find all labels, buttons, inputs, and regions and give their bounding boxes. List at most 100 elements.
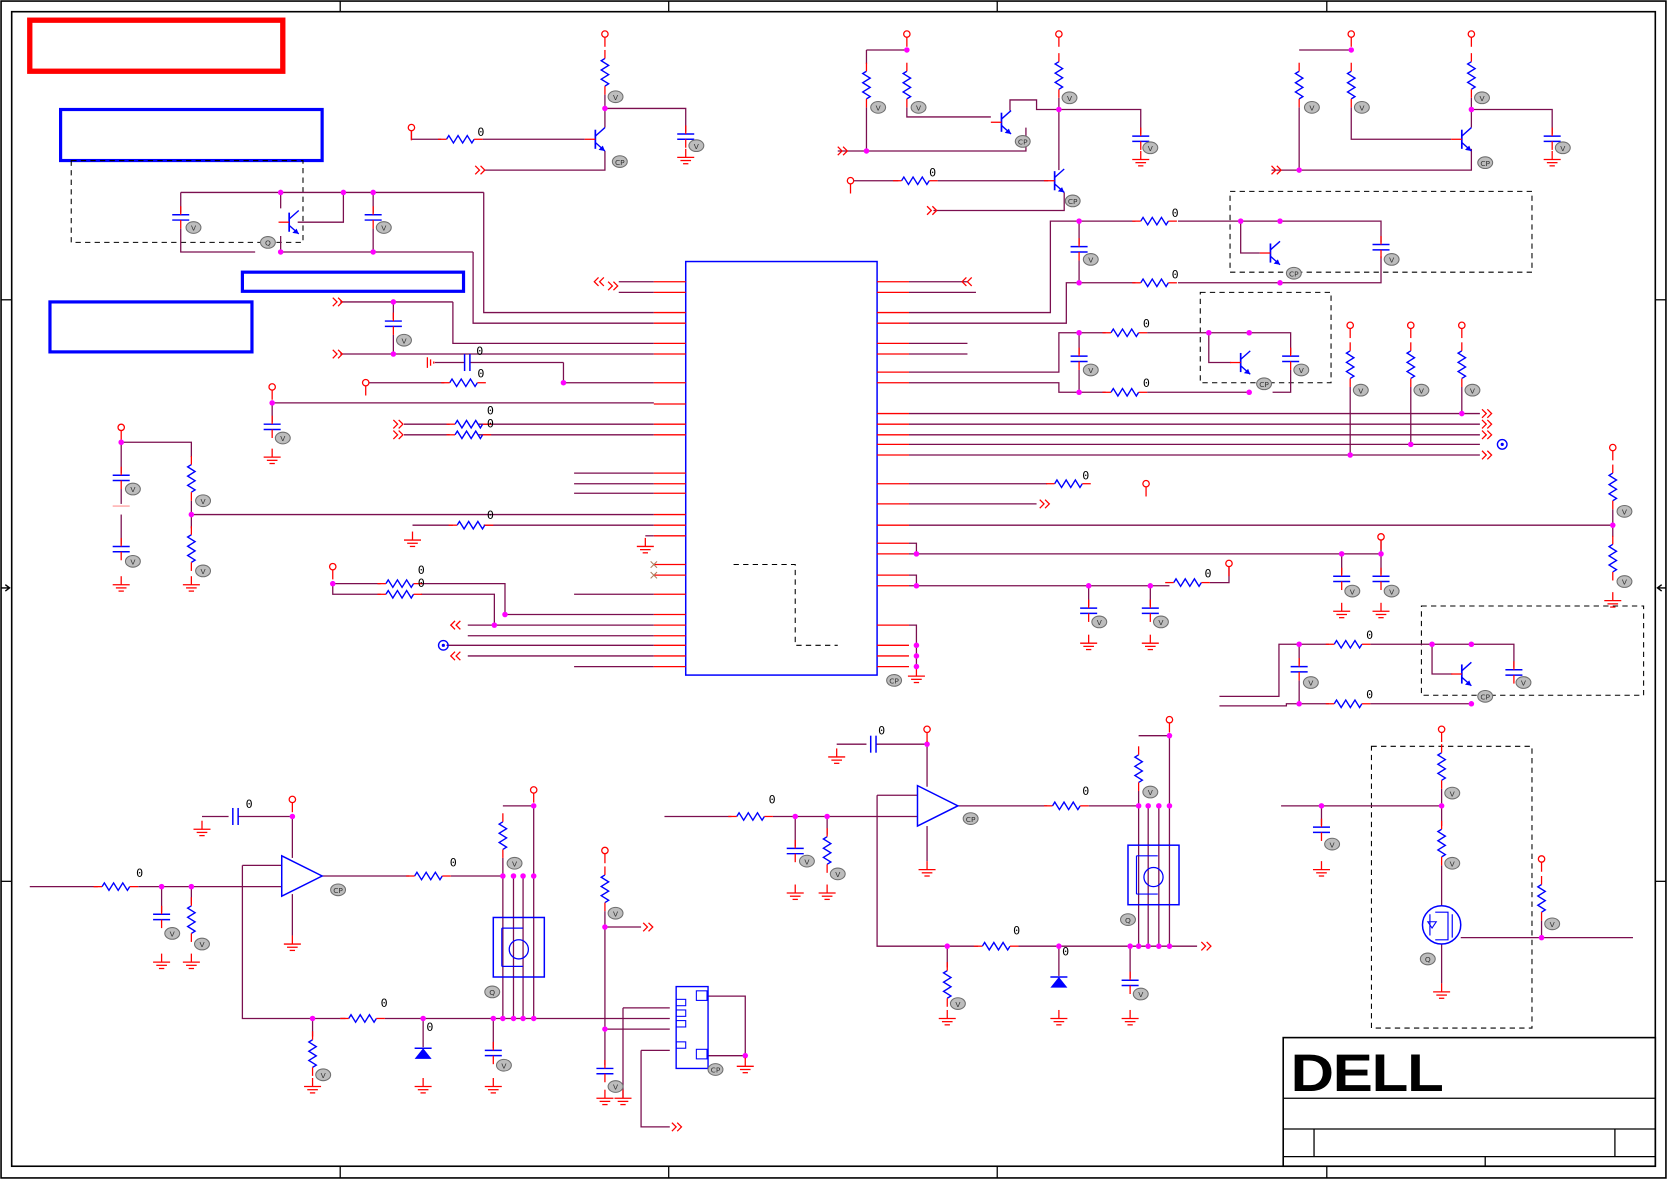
collector <box>594 127 606 137</box>
ref-marker-icon: CP <box>330 883 347 897</box>
marker-text: V <box>1389 587 1395 596</box>
resistor-icon <box>454 429 484 440</box>
resistor-icon <box>449 377 478 388</box>
marker-blob <box>1477 689 1494 703</box>
chevron <box>1044 499 1051 509</box>
offpage-connector-icon <box>961 277 973 287</box>
marker-text: V <box>1308 679 1314 688</box>
ground-icon <box>636 537 654 554</box>
value-label: 0 <box>1013 923 1020 937</box>
junction-dot <box>188 511 195 518</box>
marker-text: V <box>130 485 136 494</box>
marker-blob <box>1383 584 1400 598</box>
junction-dot <box>1166 943 1173 949</box>
marker-blob <box>1353 100 1370 114</box>
test-point-dot <box>1500 442 1504 446</box>
junction-dot <box>913 551 920 557</box>
junction-dot <box>1076 329 1082 336</box>
marker-text: V <box>381 224 387 233</box>
pkg-lead <box>1135 855 1158 895</box>
power-port-icon <box>601 846 609 855</box>
npn-transistor-icon <box>1044 168 1065 193</box>
junction-dot <box>602 924 608 930</box>
junction-dot <box>742 1052 749 1059</box>
marker-blob <box>949 997 966 1010</box>
title-block: DELL <box>1282 1036 1657 1168</box>
junction-dot <box>370 249 376 255</box>
ground-icon <box>907 667 925 684</box>
marker-text: V <box>1350 587 1356 596</box>
ref-marker-icon: CP <box>1064 194 1081 208</box>
marker-blob <box>1474 91 1490 105</box>
junction-dot <box>1135 943 1142 949</box>
offpage-connector-icon <box>474 165 486 175</box>
capacitor-icon <box>596 1059 614 1083</box>
junction-dot <box>1277 218 1283 224</box>
ref-marker-icon: CP <box>1477 156 1494 170</box>
value-label: 0 <box>1143 316 1150 330</box>
chevron <box>1486 419 1493 429</box>
capacitor-icon <box>384 312 402 335</box>
resistor-icon <box>1054 478 1083 489</box>
marker-blob <box>798 854 815 868</box>
ref-marker-icon: V <box>274 431 291 445</box>
ref-marker-icon: V <box>1383 253 1400 266</box>
capacitor-icon <box>1372 236 1390 259</box>
ground-icon <box>677 148 695 165</box>
capacitor-icon <box>112 537 130 561</box>
junction-dot <box>1296 641 1302 648</box>
ref-marker-icon: V <box>607 1080 624 1093</box>
marker-text: CP <box>333 886 343 895</box>
junction-dot <box>370 189 376 196</box>
capacitor-icon <box>172 206 190 229</box>
dashed-group-box <box>70 159 304 243</box>
collector <box>1269 240 1281 251</box>
junction-dot <box>1147 583 1154 589</box>
chevron <box>332 349 338 359</box>
marker-text: V <box>1450 789 1456 798</box>
test-point-icon <box>437 639 449 651</box>
ref-marker-icon: CP <box>962 812 979 825</box>
resistor-icon <box>1345 350 1356 380</box>
test-point-icon <box>1496 438 1508 450</box>
ref-marker-icon: Q <box>484 985 501 999</box>
marker-blob <box>1554 141 1571 155</box>
resistor-icon <box>1051 800 1081 811</box>
junction-dot <box>1347 452 1353 458</box>
ground-icon <box>182 953 200 970</box>
pkg-fet <box>1143 866 1164 888</box>
ref-marker-icon: V <box>396 333 412 347</box>
wire <box>908 624 918 667</box>
wire <box>1147 332 1292 355</box>
inner-border <box>10 10 1657 1168</box>
marker-text: CP <box>966 815 976 824</box>
capacitor-icon <box>1505 661 1523 684</box>
wire <box>876 795 979 947</box>
marker-blob <box>707 1063 724 1076</box>
resistor-icon <box>497 821 508 851</box>
ground-icon <box>193 820 211 837</box>
emitter-arrow <box>292 228 299 234</box>
capacitor-icon <box>1312 818 1330 841</box>
junction-dot <box>1459 410 1465 417</box>
wire <box>1209 566 1230 584</box>
marker-blob <box>330 883 347 897</box>
emitter-arrow <box>1465 680 1472 686</box>
marker-text: V <box>1622 508 1628 517</box>
emitter-arrow <box>1465 145 1472 151</box>
offpage-connector-icon <box>1481 430 1493 440</box>
junction-dot <box>560 379 567 386</box>
junction-dot <box>158 883 165 890</box>
ref-marker-icon: V <box>1413 383 1430 397</box>
opamp-body <box>280 854 324 898</box>
collector <box>1461 661 1472 672</box>
diode-body <box>1050 977 1068 988</box>
resistor-icon <box>736 811 765 822</box>
resistor-icon <box>1140 277 1169 288</box>
power-port-icon <box>1055 30 1063 38</box>
ref-marker-icon: V <box>1132 987 1149 1001</box>
diode-icon <box>414 1047 432 1059</box>
resistor-icon <box>1607 472 1618 502</box>
